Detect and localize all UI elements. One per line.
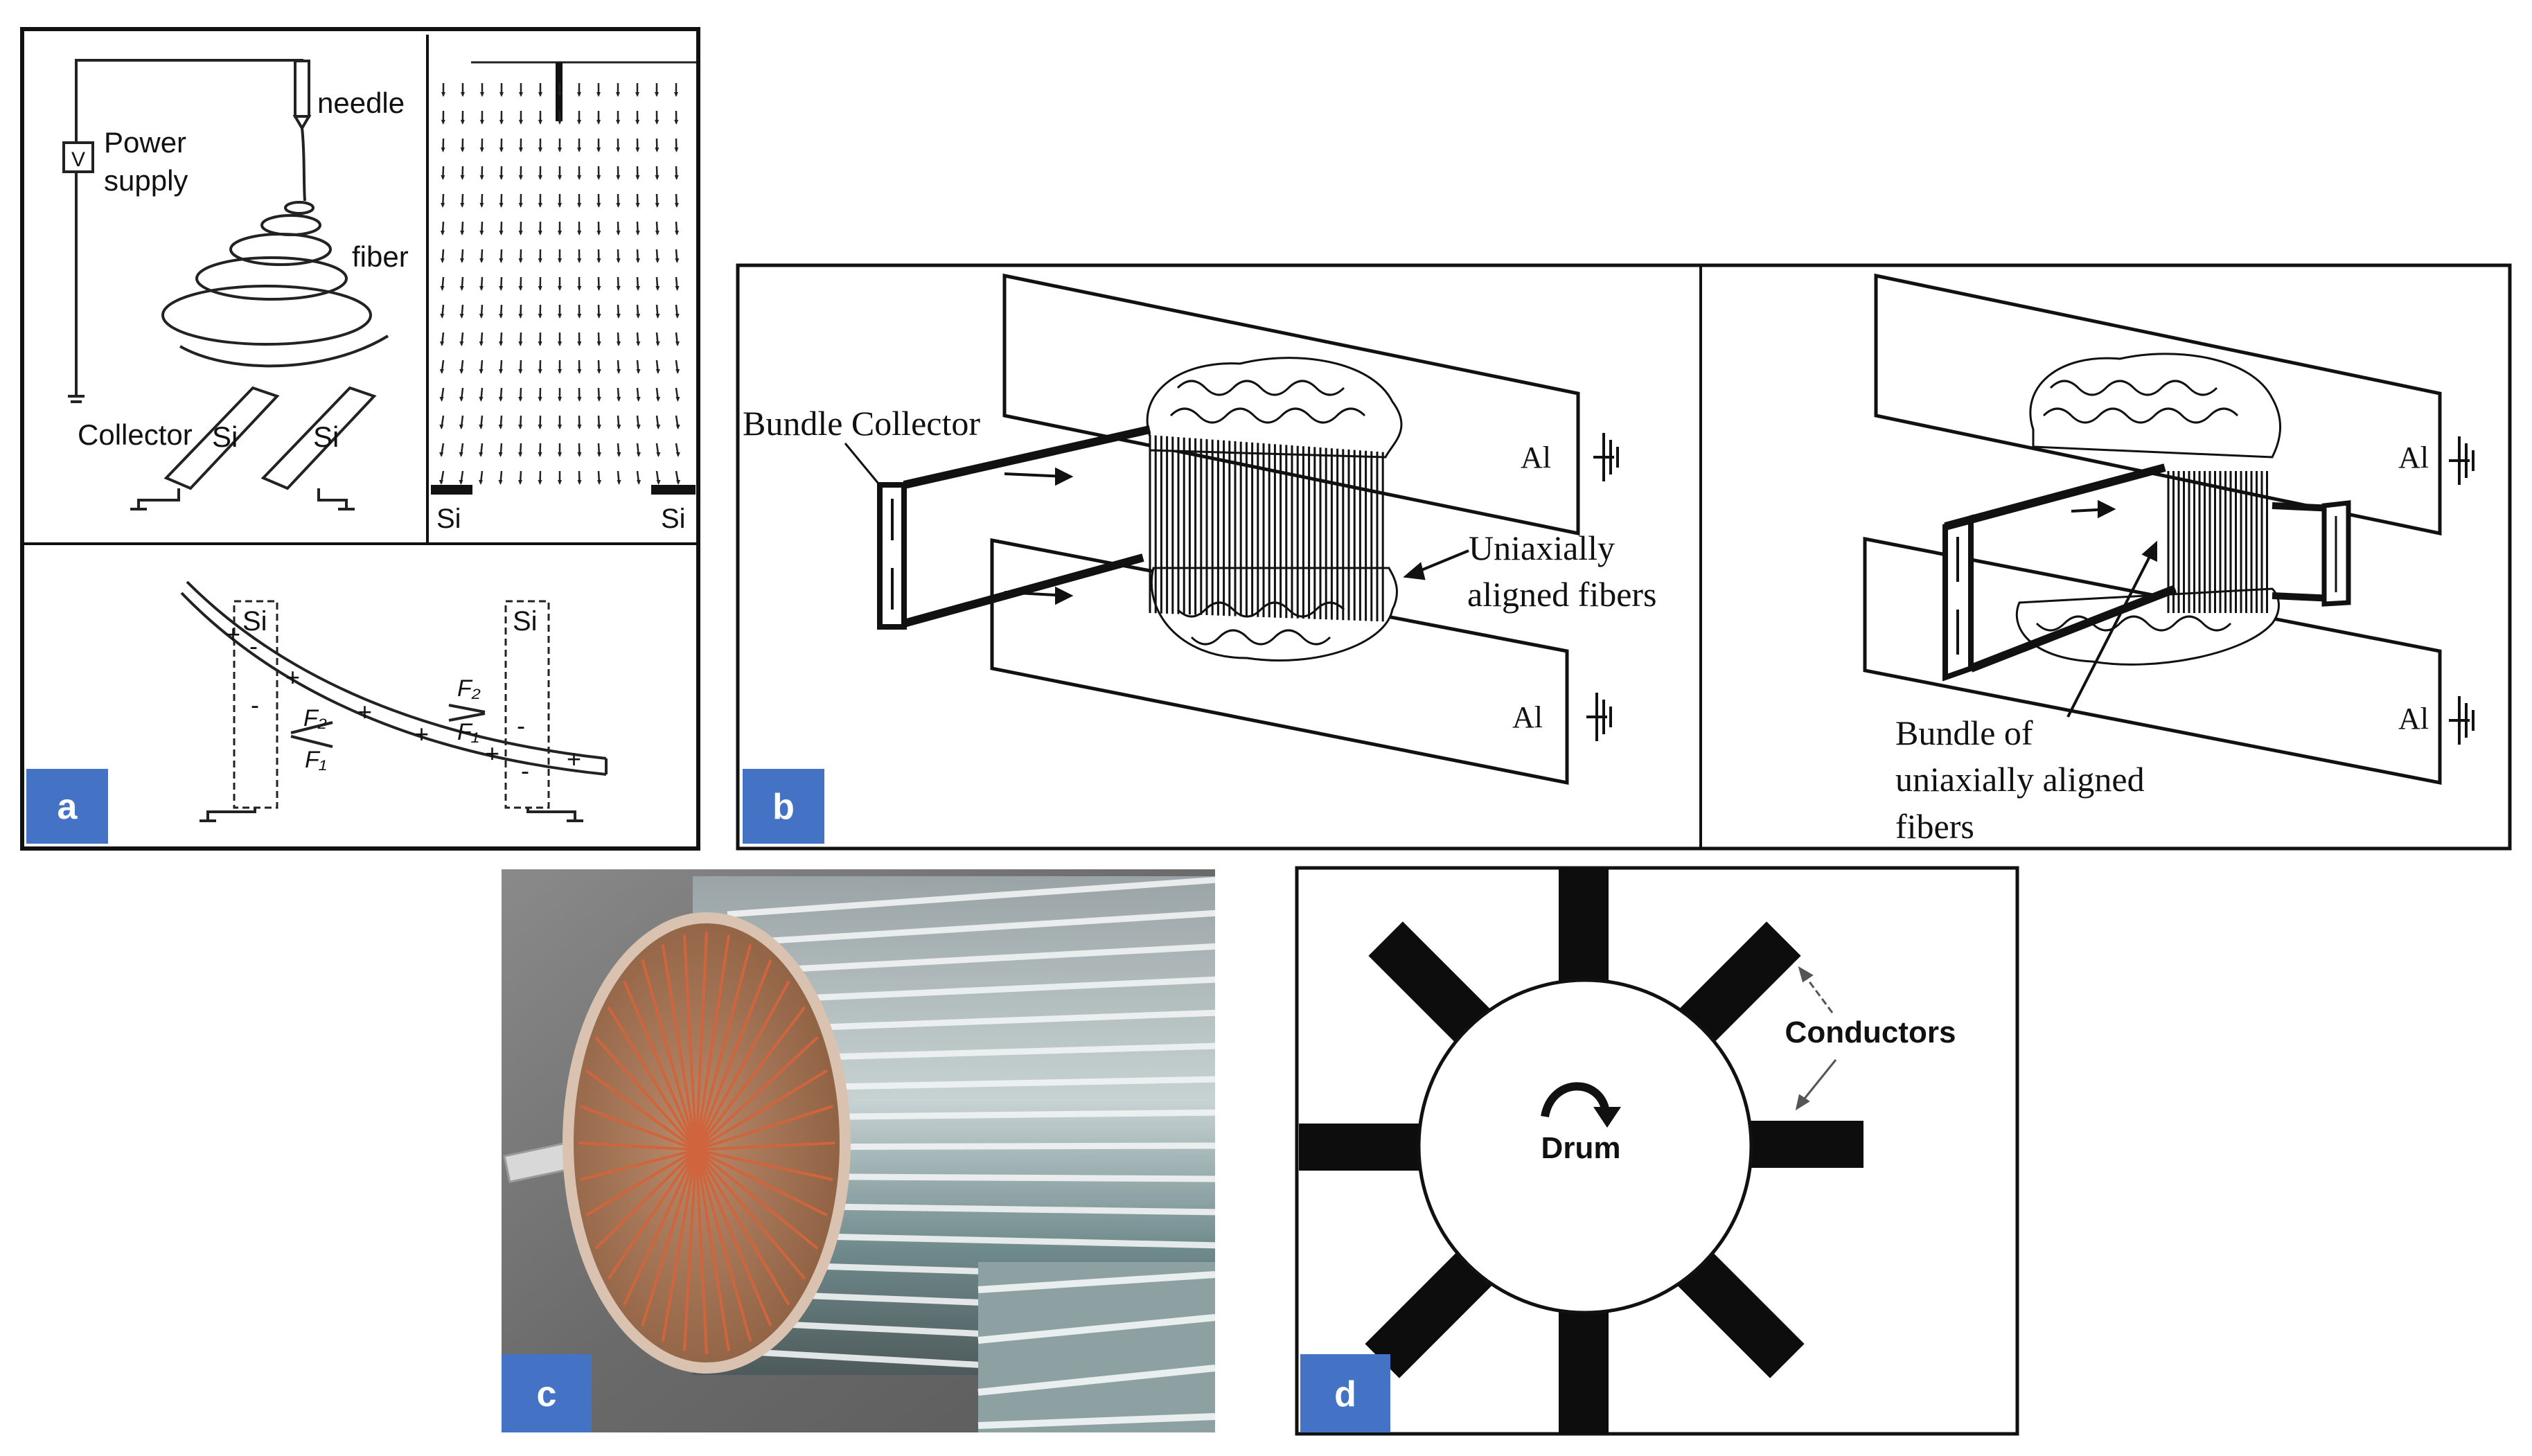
needle-icon [292, 60, 312, 131]
svg-text:-: - [521, 756, 529, 785]
label-bundle-of: Bundle of [1895, 713, 2033, 752]
label-al-top-left: Al [1521, 441, 1551, 474]
label-f1-left: F₁ [305, 747, 327, 773]
svg-text:d: d [1334, 1374, 1356, 1414]
svg-text:-: - [249, 632, 258, 660]
inset-fibers [977, 1271, 1215, 1429]
field-electrode-left [431, 485, 472, 495]
label-fiber: fiber [352, 240, 409, 273]
label-uniaxially: Uniaxially [1469, 529, 1615, 567]
svg-text:b: b [772, 787, 795, 827]
svg-text:+: + [567, 745, 581, 773]
panel-c-photo: c [502, 869, 1215, 1432]
panel-b: Bundle Collector Uniaxially aligned fibe… [736, 263, 2512, 851]
drum-circle [1417, 978, 1753, 1315]
svg-text:+: + [285, 663, 300, 691]
svg-text:c: c [537, 1374, 557, 1414]
charge-signs: +-- +++ --+ + [226, 620, 581, 785]
label-al-top-right: Al [2398, 441, 2429, 474]
label-conductors: Conductors [1785, 1015, 1956, 1049]
svg-text:+: + [485, 739, 499, 767]
rotation-arrow-icon [1541, 1082, 1610, 1118]
label-fibers: fibers [1895, 807, 1974, 846]
ground-icons-left [1586, 433, 1619, 741]
label-bottom-si-left: Si [242, 606, 267, 637]
label-si-2: Si [313, 420, 339, 453]
arrows-left [1004, 467, 1469, 605]
label-drum: Drum [1541, 1131, 1621, 1165]
svg-text:+: + [357, 698, 372, 726]
panel-a-frame [20, 27, 700, 851]
label-bundle-collector: Bundle Collector [743, 404, 980, 443]
label-f2-left: F₂ [303, 705, 327, 731]
panel-a: V needle Power supply fiber [20, 27, 700, 851]
label-collector: Collector [78, 418, 193, 451]
svg-text:+: + [414, 720, 429, 748]
rotation-arrowhead [1593, 1107, 1621, 1128]
field-electrode-right [651, 485, 696, 495]
bundle-collector-right [1942, 463, 2351, 682]
aligned-fibers-left [1149, 435, 1384, 622]
svg-text:-: - [251, 691, 259, 719]
label-al-bottom-right: Al [2398, 702, 2429, 736]
label-f1-right: F₁ [457, 719, 479, 745]
badge-b: b [743, 769, 824, 844]
aligned-fibers-right [2167, 471, 2268, 613]
label-supply: supply [104, 164, 188, 197]
fiber-force-diagram [180, 580, 608, 822]
arrows-right [2066, 499, 2157, 718]
label-field-si-left: Si [436, 504, 461, 534]
label-si-1: Si [212, 420, 238, 453]
label-aligned-fibers: aligned fibers [1467, 575, 1657, 614]
ground-icons-right [2449, 436, 2475, 745]
badge-c: c [502, 1354, 592, 1432]
fiber-mesh-right [2015, 353, 2282, 666]
electric-field-plot [431, 61, 696, 495]
copper-spokes [578, 931, 835, 1355]
badge-a: a [26, 769, 108, 844]
label-needle: needle [317, 87, 405, 119]
label-field-si-right: Si [661, 504, 686, 534]
label-bottom-si-right: Si [513, 606, 538, 637]
bundle-collector-left [844, 425, 1151, 630]
label-uniaxially-aligned: uniaxially aligned [1895, 760, 2145, 799]
fiber-spiral-icon [161, 127, 389, 368]
label-al-bottom-left: Al [1512, 700, 1543, 734]
conductor-pointer-arrows [1795, 966, 1837, 1111]
badge-d: d [1300, 1354, 1390, 1432]
voltmeter-box [62, 141, 94, 173]
svg-text:-: - [517, 711, 525, 740]
si-collector-plates [130, 386, 377, 511]
field-arrows [439, 83, 681, 485]
voltmeter-label: V [71, 148, 85, 171]
svg-text:a: a [57, 787, 78, 827]
panel-d: Drum Conductors d [1295, 866, 2019, 1436]
label-f2-right: F₂ [457, 675, 481, 702]
label-power: Power [104, 126, 186, 159]
svg-text:+: + [226, 620, 240, 648]
